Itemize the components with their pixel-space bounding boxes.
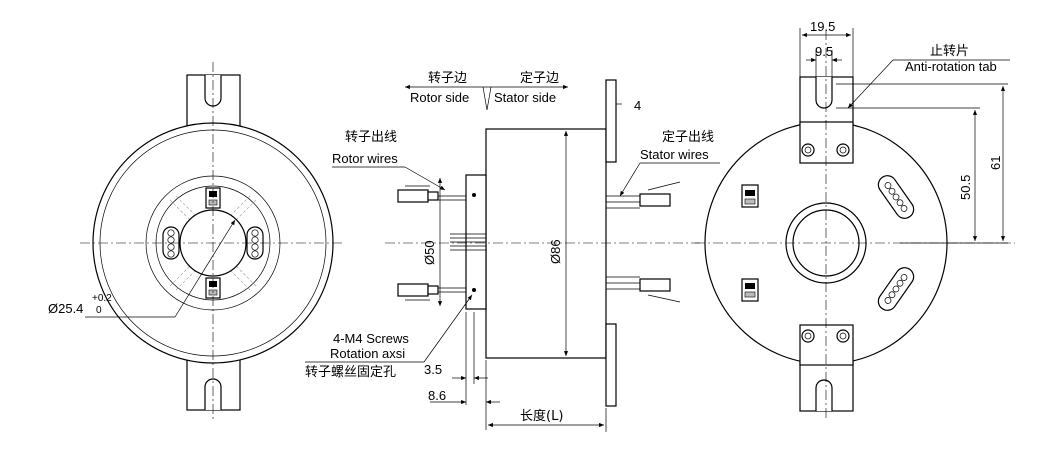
bore-dim-leader [174,219,236,318]
dim-50-5-text: 50.5 [958,175,973,200]
rotor-wires-leader [404,166,446,191]
left-bottom-tab [186,337,241,411]
stator-wires-leader [619,162,641,197]
screws-cn: 转子螺丝固定孔 [305,365,396,380]
side-body [485,128,607,359]
right-connector-bottom [741,278,759,302]
dim-3-5-text: 3.5 [424,362,442,377]
dim-8-6-text: 8.6 [428,388,446,403]
length-text: 长度(L) [520,408,563,424]
bore-tol-lower: 0 [96,305,102,316]
stator-flange-bottom [605,323,617,407]
bore-tol-upper: +0.2 [92,293,112,304]
anti-rotation-cn: 止转片 [930,44,969,59]
rotor-dia-text: Ø50 [422,240,437,265]
rotor-wire-connector-top [397,185,466,203]
stator-flange-top [605,79,617,163]
slot-width-text: 9.5 [815,44,833,59]
rotor-side-en: Rotor side [410,90,469,105]
rotation-axis-en: Rotation axsi [330,346,405,361]
stator-wires-cn: 定子出线 [662,130,714,145]
screws-leader [423,294,473,363]
right-pin-slot-bottom [877,267,915,311]
anti-rotation-en: Anti-rotation tab [905,59,997,74]
rotor-wires-en: Rotor wires [332,151,398,166]
dim-61-text: 61 [988,156,1003,170]
stator-wire-connector-bottom [606,276,681,303]
body-dia-text: Ø86 [548,239,563,264]
tab-width-text: 19.5 [810,19,835,34]
stator-wires-en: Stator wires [640,147,709,162]
rotor-wires-cn: 转子出线 [345,130,397,145]
rotor-side-cn: 转子边 [428,71,467,86]
side-view: 转子边 Rotor side 定子边 Stator side [305,71,720,432]
flange-thickness-text: 4 [634,98,641,113]
left-view: Ø25.4 +0.2 0 [48,62,345,420]
right-connector-top [741,184,759,208]
stator-side-cn: 定子边 [520,71,559,86]
right-pin-slot-top [877,175,915,219]
stator-wire-connector-top [606,181,681,209]
rotor-center-wires [450,233,486,251]
stator-side-en: Stator side [494,90,556,105]
screws-en: 4-M4 Screws [333,331,409,346]
rotor-wire-connector-bottom [397,283,466,301]
right-view: 19.5 9.5 止转片 Anti-rotation tab 50.5 61 [695,19,1015,420]
bore-dim-text: Ø25.4 [48,301,83,316]
